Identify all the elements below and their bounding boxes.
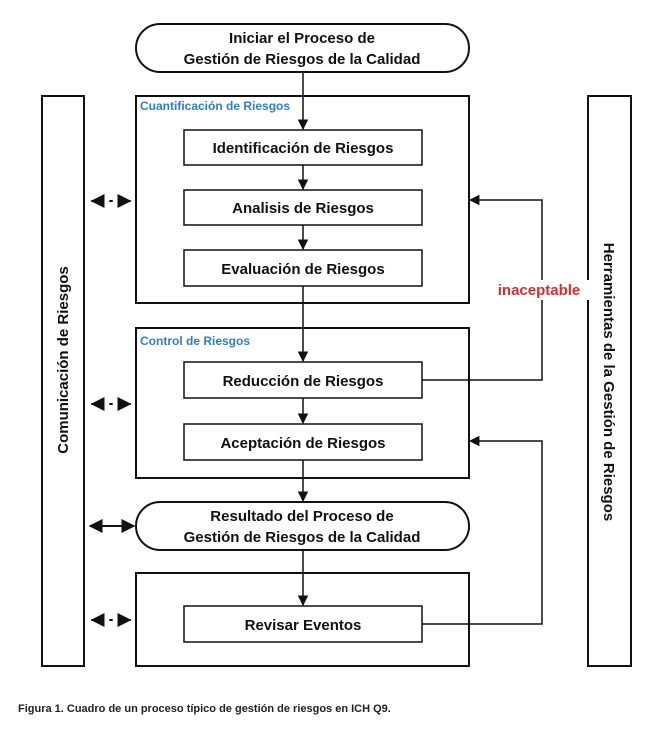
review-step — [183, 605, 423, 643]
communication-panel — [41, 95, 85, 667]
analysis-step-label: Analisis de Riesgos — [232, 200, 374, 217]
start-node-line2: Gestión de Riesgos de la Calidad — [184, 51, 421, 68]
review-step-label: Revisar Eventos — [245, 617, 362, 634]
output-node-line1: Resultado del Proceso de — [210, 508, 393, 525]
assessment-group-label: Cuantificación de Riesgos — [140, 99, 290, 113]
unacceptable-label: inaceptable — [498, 282, 581, 299]
figure-caption: Figura 1. Cuadro de un proceso típico de… — [18, 703, 391, 715]
evaluation-step-label: Evaluación de Riesgos — [221, 261, 384, 278]
tools-panel-label: Herramientas de la Gestión de Riesgos — [600, 243, 617, 521]
communication-panel-label: Comunicación de Riesgos — [55, 266, 72, 454]
review-loop — [422, 435, 543, 625]
acceptance-step-label: Aceptación de Riesgos — [220, 435, 385, 452]
acceptance-step — [183, 423, 423, 461]
unacceptable-label-bg — [490, 280, 590, 300]
reduction-step — [183, 361, 423, 399]
output-node-line2: Gestión de Riesgos de la Calidad — [184, 529, 421, 546]
control-group-label: Control de Riesgos — [140, 334, 250, 348]
start-node-line1: Iniciar el Proceso de — [229, 30, 375, 47]
identification-step-label: Identificación de Riesgos — [213, 140, 394, 157]
reduction-step-label: Reducción de Riesgos — [223, 373, 384, 390]
tools-panel — [587, 95, 632, 667]
